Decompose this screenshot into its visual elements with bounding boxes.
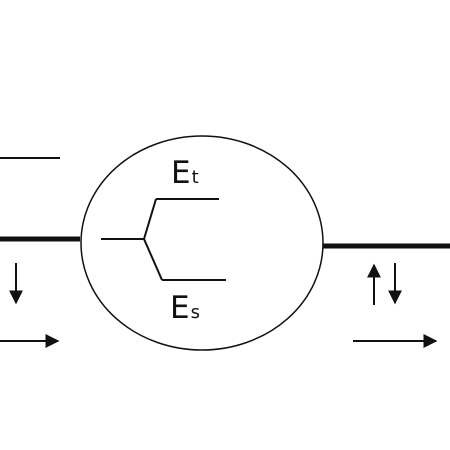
- branch-upper-diagonal: [143, 198, 157, 240]
- upper-label-sub: t: [192, 167, 199, 188]
- branch-lower-diagonal: [143, 238, 163, 281]
- upper-label-main: E: [171, 155, 191, 191]
- lower-label-main: E: [170, 290, 190, 326]
- lower-label-sub: s: [191, 302, 200, 323]
- main-circle: [80, 135, 324, 351]
- lower-label: Es: [170, 290, 200, 326]
- upper-label: Et: [171, 155, 199, 191]
